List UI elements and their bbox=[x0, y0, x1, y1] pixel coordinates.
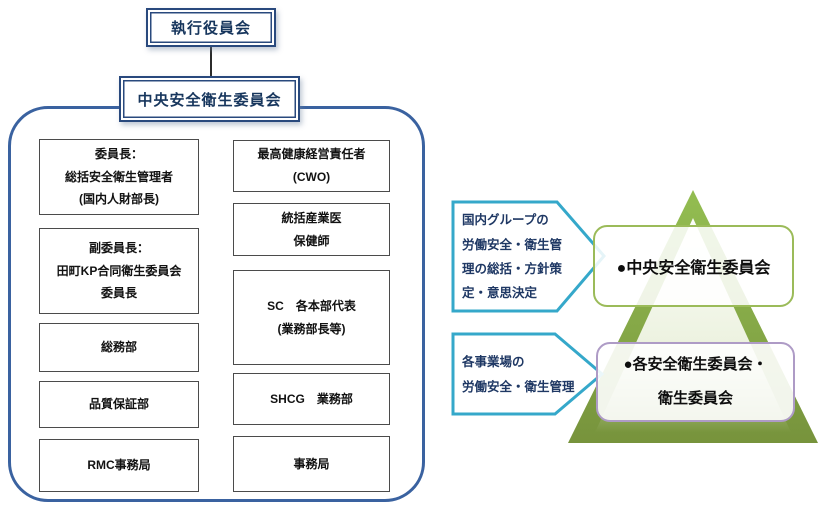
member-line: SC 各本部代表 bbox=[267, 298, 356, 313]
callout-arrow-shape-bottom bbox=[451, 332, 605, 416]
member-line: (業務部長等) bbox=[277, 321, 346, 336]
member-box-secretariat: 事務局 bbox=[233, 436, 390, 492]
pyramid-tier-site-committees: ●各安全衛生委員会・ 衛生委員会 bbox=[596, 342, 795, 422]
callout-bottom-text: 各事業場の 労働安全・衛生管理 bbox=[462, 336, 582, 413]
callout-line: 理の総括・方針策 bbox=[462, 262, 563, 276]
member-box-occupational-physician: 統括産業医 保健師 bbox=[233, 203, 390, 256]
member-line: 統括産業医 bbox=[281, 210, 342, 225]
member-box-sc-representatives: SC 各本部代表 (業務部長等) bbox=[233, 270, 390, 365]
callout-line: 労働安全・衛生管 bbox=[462, 237, 563, 252]
member-box-vice-chairperson: 副委員長： 田町KP合同衛生委員会 委員長 bbox=[39, 228, 199, 314]
callout-line: 定・意思決定 bbox=[462, 286, 538, 301]
member-line: (国内人財部長) bbox=[79, 192, 159, 207]
callout-line: 労働安全・衛生管理 bbox=[462, 379, 575, 394]
member-box-chairperson: 委員長： 総括安全衛生管理者 (国内人財部長) bbox=[39, 139, 199, 215]
executive-board-label: 執行役員会 bbox=[170, 20, 251, 37]
central-committee-label: 中央安全衛生委員会 bbox=[137, 91, 282, 109]
central-committee-box: 中央安全衛生委員会 bbox=[119, 76, 300, 122]
member-line: 総務部 bbox=[100, 340, 137, 355]
member-line: 最高健康経営責任者 bbox=[257, 147, 366, 162]
tier-label: 衛生委員会 bbox=[657, 390, 733, 407]
member-line: 委員長： bbox=[94, 146, 143, 161]
member-line: 事務局 bbox=[293, 456, 330, 471]
member-line: SHCG 業務部 bbox=[270, 391, 353, 406]
pyramid-tier-central-committee: ●中央安全衛生委員会 bbox=[593, 225, 794, 307]
member-line: 委員長 bbox=[100, 286, 137, 301]
member-box-rmc-secretariat: RMC事務局 bbox=[39, 439, 199, 492]
member-box-cwo: 最高健康経営責任者 (CWO) bbox=[233, 140, 390, 192]
member-line: 品質保証部 bbox=[88, 397, 149, 412]
member-line: 田町KP合同衛生委員会 bbox=[56, 263, 182, 278]
hierarchy-connector-line bbox=[210, 47, 212, 77]
tier-label: ●中央安全衛生委員会 bbox=[616, 260, 771, 277]
member-line: 保健師 bbox=[293, 233, 330, 248]
callout-top-text: 国内グループの 労働安全・衛生管 理の総括・方針策 定・意思決定 bbox=[462, 203, 566, 311]
callout-arrow-shape-top bbox=[451, 200, 606, 313]
member-line: 総括安全衛生管理者 bbox=[64, 169, 173, 184]
executive-board-box: 執行役員会 bbox=[146, 8, 276, 47]
callout-line: 各事業場の bbox=[462, 355, 525, 370]
member-line: RMC事務局 bbox=[87, 458, 151, 473]
member-box-shcg-operations: SHCG 業務部 bbox=[233, 373, 390, 425]
member-box-quality-assurance: 品質保証部 bbox=[39, 381, 199, 428]
member-line: 副委員長： bbox=[88, 240, 149, 255]
member-line: (CWO) bbox=[292, 170, 331, 184]
callout-line: 国内グループの bbox=[462, 213, 549, 228]
member-box-general-affairs: 総務部 bbox=[39, 323, 199, 372]
tier-label: ●各安全衛生委員会・ bbox=[623, 355, 768, 373]
